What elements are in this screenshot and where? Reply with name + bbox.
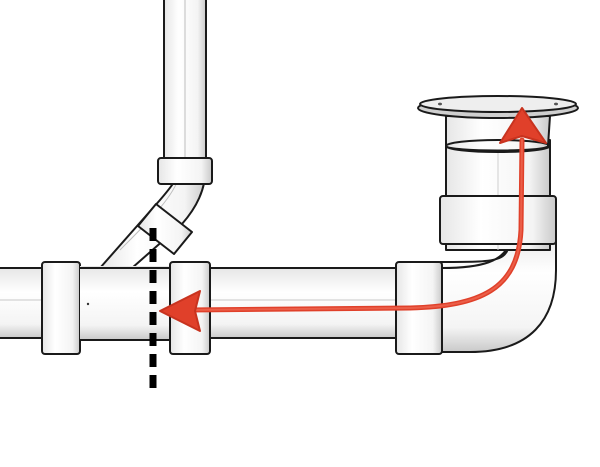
floor-flange	[417, 95, 579, 119]
flow-arrow	[159, 107, 547, 332]
vertical-hub	[157, 157, 213, 185]
arrowhead-left	[159, 290, 201, 332]
riser-coupling	[439, 195, 557, 245]
arrowhead-up	[499, 107, 547, 144]
left-coupling	[41, 261, 81, 355]
vertical-stack-pipe	[163, 0, 207, 166]
wye-body	[80, 266, 174, 341]
wye-coupling	[137, 203, 193, 255]
